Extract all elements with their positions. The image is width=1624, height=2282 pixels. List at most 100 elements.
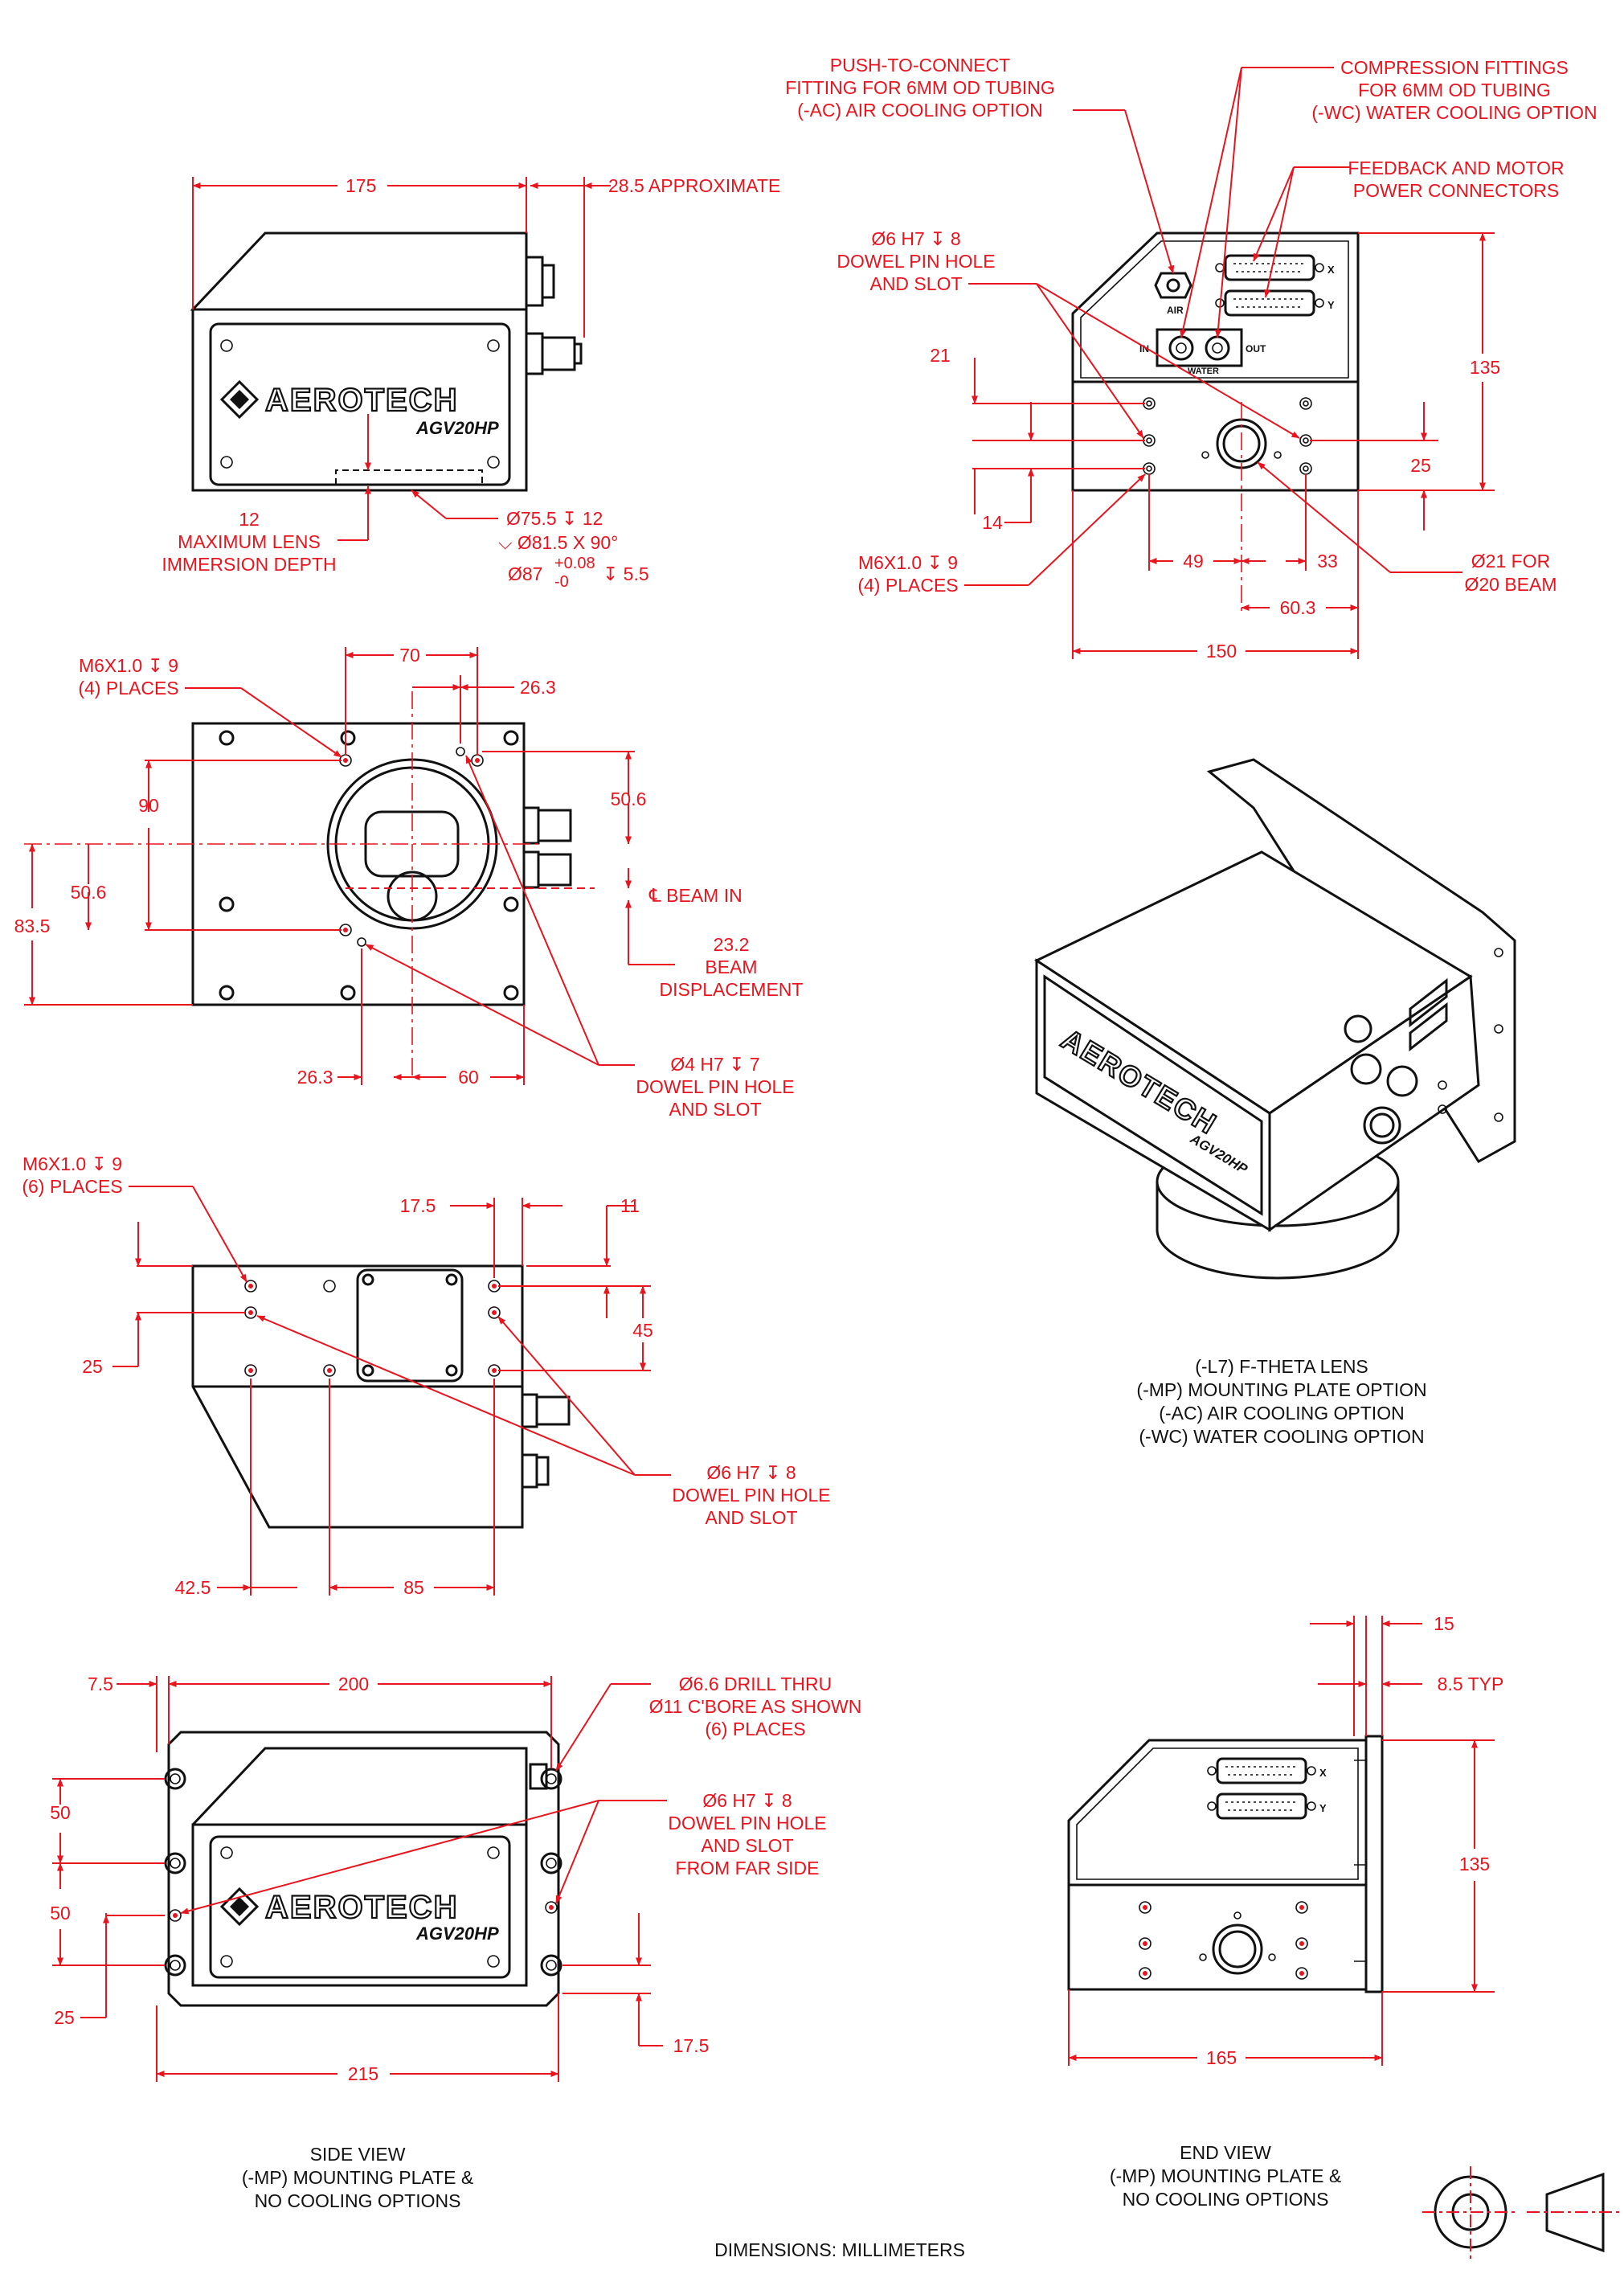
svg-text:X: X [1327, 264, 1335, 276]
end-view: X Y 15 8.5 TYP 135 165 END VIEW [1067, 1613, 1504, 2210]
svg-text:(-MP) MOUNTING PLATE &: (-MP) MOUNTING PLATE & [242, 2167, 473, 2188]
svg-text:50.6: 50.6 [611, 789, 647, 809]
svg-text:135: 135 [1470, 357, 1500, 378]
svg-text:COMPRESSION FITTINGS: COMPRESSION FITTINGS [1340, 57, 1569, 78]
svg-text:Ø87: Ø87 [508, 563, 542, 584]
svg-text:50: 50 [50, 1903, 71, 1924]
svg-text:Ø20 BEAM: Ø20 BEAM [1464, 574, 1557, 595]
svg-text:-0: -0 [554, 573, 569, 591]
svg-text:Ø11 C'BORE AS SHOWN: Ø11 C'BORE AS SHOWN [649, 1696, 862, 1717]
svg-text:60.3: 60.3 [1280, 597, 1316, 618]
aerotech-logo: AEROTECH [219, 379, 458, 420]
svg-text:12: 12 [239, 509, 260, 530]
svg-text:℄ BEAM IN: ℄ BEAM IN [648, 885, 742, 906]
svg-text:Ø75.5 ↧ 12: Ø75.5 ↧ 12 [506, 508, 603, 529]
svg-text:Ø4 H7 ↧ 7: Ø4 H7 ↧ 7 [670, 1054, 759, 1075]
connector-end-view: AIR IN OUT WATER X Y PUSH-TO-CONNECT FIT… [785, 55, 1597, 662]
bottom-view: 70 26.3 90 50.6 83.5 50.6 ℄ BEAM IN 23.2… [14, 645, 804, 1120]
svg-text:83.5: 83.5 [14, 916, 51, 936]
svg-text:↧ 5.5: ↧ 5.5 [603, 563, 649, 584]
svg-text:M6X1.0 ↧ 9: M6X1.0 ↧ 9 [22, 1153, 122, 1174]
svg-text:215: 215 [348, 2063, 378, 2084]
svg-text:90: 90 [138, 795, 159, 816]
svg-text:165: 165 [1206, 2047, 1237, 2068]
svg-text:70: 70 [399, 645, 420, 666]
svg-text:(-MP) MOUNTING PLATE OPTION: (-MP) MOUNTING PLATE OPTION [1136, 1379, 1426, 1400]
front-view: AEROTECH AGV20HP 175 28.5 APPROXIMATE 12… [162, 175, 780, 591]
svg-text:Ø6 H7 ↧ 8: Ø6 H7 ↧ 8 [706, 1462, 796, 1483]
svg-text:Y: Y [1327, 299, 1335, 311]
svg-text:25: 25 [54, 2007, 75, 2028]
svg-text:AEROTECH: AEROTECH [265, 1890, 458, 1925]
svg-text:NO COOLING OPTIONS: NO COOLING OPTIONS [1123, 2189, 1329, 2210]
svg-text:(6) PLACES: (6) PLACES [22, 1176, 122, 1197]
svg-text:Y: Y [1319, 1802, 1327, 1814]
svg-text:25: 25 [82, 1356, 103, 1377]
svg-text:7.5: 7.5 [88, 1674, 113, 1694]
svg-text:11: 11 [620, 1195, 640, 1216]
svg-text:Ø21 FOR: Ø21 FOR [1471, 551, 1550, 572]
svg-text:150: 150 [1206, 641, 1237, 662]
svg-text:17.5: 17.5 [673, 2035, 710, 2056]
svg-text:175: 175 [346, 175, 376, 196]
svg-text:26.3: 26.3 [520, 677, 556, 698]
svg-text:42.5: 42.5 [175, 1577, 211, 1598]
svg-text:MAXIMUM LENS: MAXIMUM LENS [178, 531, 321, 552]
svg-text:28.5 APPROXIMATE: 28.5 APPROXIMATE [608, 175, 780, 196]
svg-text:8.5 TYP: 8.5 TYP [1438, 1674, 1504, 1694]
svg-text:NO COOLING OPTIONS: NO COOLING OPTIONS [255, 2190, 461, 2211]
svg-text:IMMERSION DEPTH: IMMERSION DEPTH [162, 554, 336, 575]
svg-text:(-AC) AIR COOLING OPTION: (-AC) AIR COOLING OPTION [1159, 1403, 1404, 1424]
svg-text:DISPLACEMENT: DISPLACEMENT [660, 979, 804, 1000]
svg-text:SIDE VIEW: SIDE VIEW [310, 2144, 406, 2165]
svg-text:(4) PLACES: (4) PLACES [857, 575, 958, 596]
svg-text:(-WC) WATER COOLING OPTION: (-WC) WATER COOLING OPTION [1139, 1426, 1424, 1447]
svg-text:⌵ Ø81.5 X 90°: ⌵ Ø81.5 X 90° [498, 532, 618, 553]
svg-text:AND SLOT: AND SLOT [869, 273, 962, 294]
svg-text:60: 60 [458, 1067, 479, 1088]
svg-text:Ø6.6 DRILL THRU: Ø6.6 DRILL THRU [679, 1674, 832, 1694]
svg-text:(-AC) AIR COOLING OPTION: (-AC) AIR COOLING OPTION [797, 100, 1042, 121]
svg-text:AGV20HP: AGV20HP [415, 418, 499, 438]
svg-text:21: 21 [930, 345, 951, 366]
svg-text:OUT: OUT [1246, 343, 1266, 354]
svg-text:135: 135 [1459, 1854, 1490, 1874]
svg-text:AND SLOT: AND SLOT [705, 1507, 797, 1528]
svg-text:M6X1.0 ↧ 9: M6X1.0 ↧ 9 [858, 552, 958, 573]
svg-text:AND SLOT: AND SLOT [701, 1835, 793, 1856]
svg-text:(-WC) WATER COOLING OPTION: (-WC) WATER COOLING OPTION [1311, 102, 1597, 123]
svg-text:AGV20HP: AGV20HP [415, 1924, 499, 1944]
svg-text:33: 33 [1317, 551, 1338, 572]
svg-text:50: 50 [50, 1802, 71, 1823]
svg-text:(-L7) F-THETA LENS: (-L7) F-THETA LENS [1195, 1356, 1368, 1377]
svg-text:200: 200 [338, 1674, 369, 1694]
svg-text:AEROTECH: AEROTECH [265, 383, 458, 418]
svg-text:17.5: 17.5 [400, 1195, 436, 1216]
isometric-view: AEROTECH AGV20HP (-L7) F-THETA LENS (-MP… [1033, 758, 1516, 1447]
svg-text:FROM FAR SIDE: FROM FAR SIDE [676, 1858, 820, 1878]
svg-text:BEAM: BEAM [705, 957, 757, 977]
svg-text:X: X [1319, 1767, 1327, 1779]
svg-text:AIR: AIR [1167, 305, 1184, 316]
svg-text:(4) PLACES: (4) PLACES [78, 678, 178, 699]
svg-text:(6) PLACES: (6) PLACES [705, 1719, 805, 1739]
svg-text:END VIEW: END VIEW [1180, 2142, 1271, 2163]
svg-text:FOR 6MM OD TUBING: FOR 6MM OD TUBING [1358, 80, 1551, 100]
svg-text:50.6: 50.6 [71, 882, 107, 903]
svg-text:Ø6 H7 ↧ 8: Ø6 H7 ↧ 8 [871, 228, 960, 249]
svg-text:DOWEL PIN HOLE: DOWEL PIN HOLE [636, 1076, 794, 1097]
svg-text:PUSH-TO-CONNECT: PUSH-TO-CONNECT [830, 55, 1010, 76]
svg-text:DOWEL PIN HOLE: DOWEL PIN HOLE [837, 251, 995, 272]
svg-text:15: 15 [1434, 1613, 1454, 1634]
svg-text:45: 45 [632, 1320, 653, 1341]
svg-text:85: 85 [403, 1577, 424, 1598]
svg-text:26.3: 26.3 [297, 1067, 333, 1088]
svg-text:M6X1.0 ↧ 9: M6X1.0 ↧ 9 [79, 655, 178, 676]
svg-text:(-MP) MOUNTING PLATE &: (-MP) MOUNTING PLATE & [1110, 2165, 1341, 2186]
svg-text:FEEDBACK AND MOTOR: FEEDBACK AND MOTOR [1348, 158, 1564, 178]
svg-text:DOWEL PIN HOLE: DOWEL PIN HOLE [668, 1813, 826, 1833]
svg-text:25: 25 [1410, 455, 1431, 476]
dimensions-note: DIMENSIONS: MILLIMETERS [714, 2239, 965, 2260]
svg-text:DOWEL PIN HOLE: DOWEL PIN HOLE [672, 1485, 830, 1506]
